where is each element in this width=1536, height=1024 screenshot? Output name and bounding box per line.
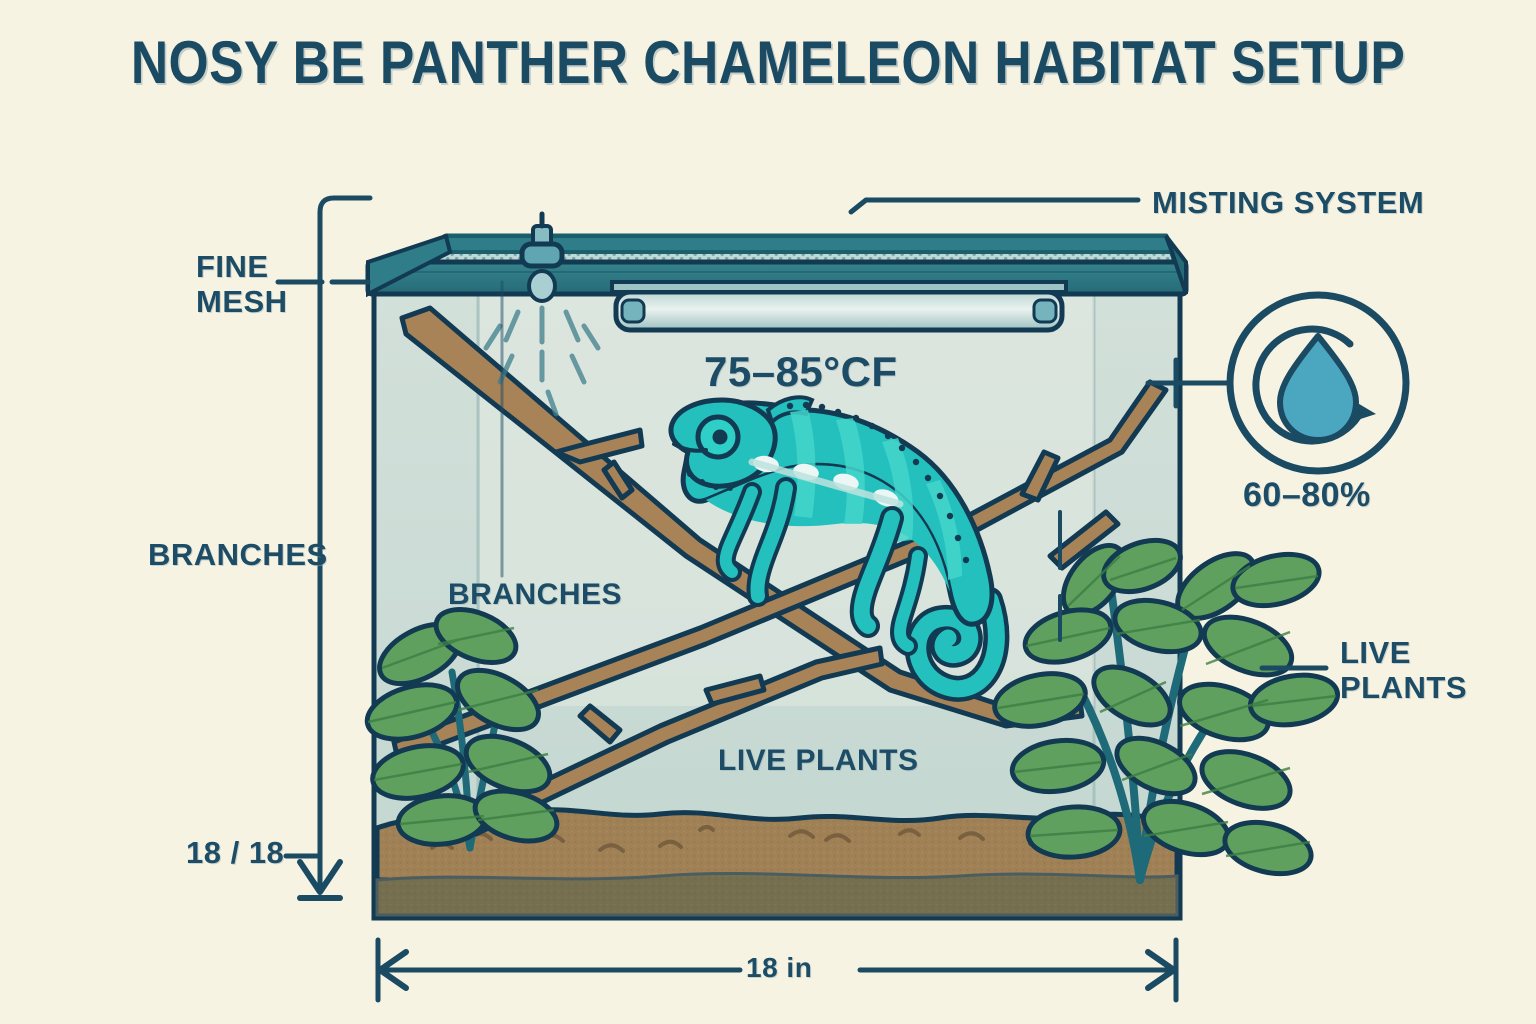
light-tube-icon — [610, 280, 1068, 333]
callout-leaders — [275, 195, 1329, 901]
live-plant-right — [992, 537, 1341, 884]
label-height-depth: 18 / 18 — [186, 835, 285, 870]
humidity-icon — [1226, 291, 1410, 475]
mesh-lid — [365, 233, 1189, 298]
label-live-plants-inside: LIVE PLANTS — [718, 744, 919, 777]
label-temperature-range: 75–85°CF — [704, 348, 898, 395]
label-live-plants-right: LIVE PLANTS — [1340, 635, 1467, 705]
width-dimension — [375, 937, 1179, 1003]
label-branches-outside: BRANCHES — [148, 537, 328, 572]
label-branches-inside: BRANCHES — [448, 578, 623, 611]
misting-nozzle-icon — [483, 211, 601, 417]
page-title: NOSY BE PANTHER CHAMELEON HABITAT SETUP — [130, 29, 1406, 96]
live-plant-left — [364, 606, 560, 852]
label-fine-mesh: FINE MESH — [196, 249, 288, 319]
substrate-layers — [374, 807, 1180, 917]
label-misting-system: MISTING SYSTEM — [1152, 185, 1425, 220]
label-width-dimension: 18 in — [746, 952, 813, 983]
label-humidity-range: 60–80% — [1243, 476, 1371, 514]
chameleon-illustration — [668, 395, 1010, 702]
